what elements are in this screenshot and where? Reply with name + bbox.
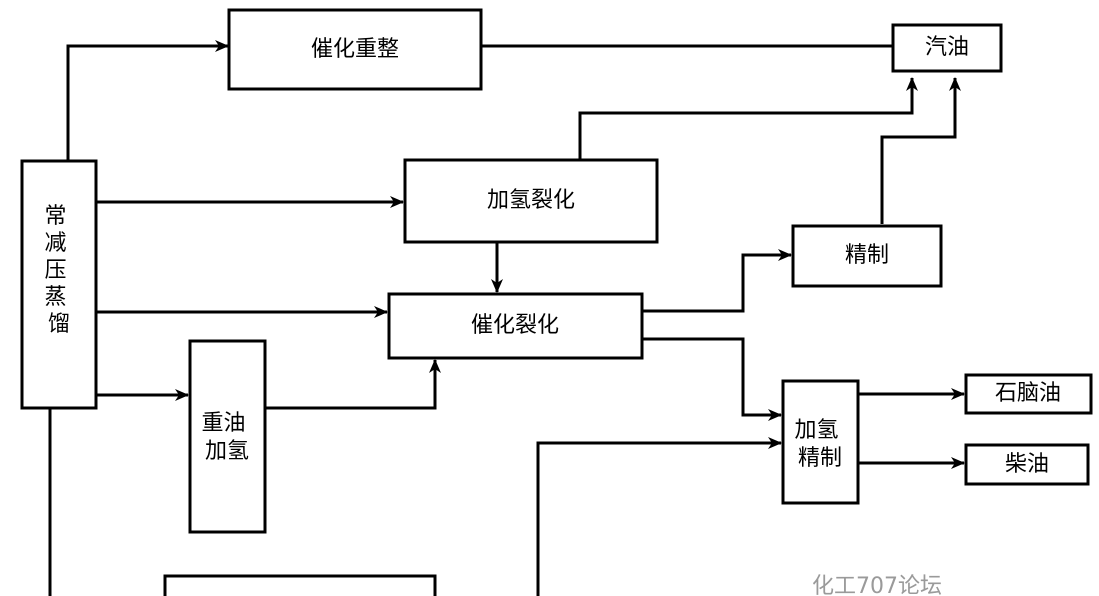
edge-lower-unit-to-hydrofinishing xyxy=(536,437,782,596)
edge-fcc-to-refining xyxy=(642,249,792,313)
node-distillation: 常 减 压 蒸 馏 xyxy=(20,159,98,410)
node-hydrofinishing-label: 加氢 精制 xyxy=(794,418,845,471)
node-naphtha-label: 石脑油 xyxy=(995,381,1061,406)
node-heavy-oil-hydro-label: 重油 加氢 xyxy=(201,411,252,464)
node-gasoline: 汽油 xyxy=(891,23,1003,73)
node-fcc: 催化裂化 xyxy=(387,292,644,360)
node-heavy-oil-hydro: 重油 加氢 xyxy=(188,339,267,534)
node-diesel-label: 柴油 xyxy=(1005,452,1049,477)
node-reforming-label: 催化重整 xyxy=(311,37,399,62)
edge-refining-to-gasoline xyxy=(880,77,961,224)
node-hydrocracking-label: 加氢裂化 xyxy=(487,188,575,213)
edge-fcc-to-hydrofinishing xyxy=(642,337,782,421)
node-reforming: 催化重整 xyxy=(227,8,483,91)
node-lower-unit-partial xyxy=(163,574,437,596)
edge-hydrocracking-to-gasoline xyxy=(578,77,918,160)
node-refining-label: 精制 xyxy=(845,243,889,268)
node-refining: 精制 xyxy=(791,224,943,288)
watermark: 化工707论坛 xyxy=(812,574,942,596)
node-distillation-label: 常 减 压 蒸 馏 xyxy=(44,204,73,337)
node-fcc-label: 催化裂化 xyxy=(471,313,559,338)
node-naphtha: 石脑油 xyxy=(964,373,1093,415)
node-hydrofinishing: 加氢 精制 xyxy=(781,379,860,505)
node-gasoline-label: 汽油 xyxy=(925,35,969,60)
node-hydrocracking: 加氢裂化 xyxy=(403,158,659,244)
node-diesel: 柴油 xyxy=(964,443,1090,486)
edge-heavy-oil-hydro-to-fcc xyxy=(265,359,441,410)
edge-distillation-to-reforming xyxy=(66,40,229,160)
